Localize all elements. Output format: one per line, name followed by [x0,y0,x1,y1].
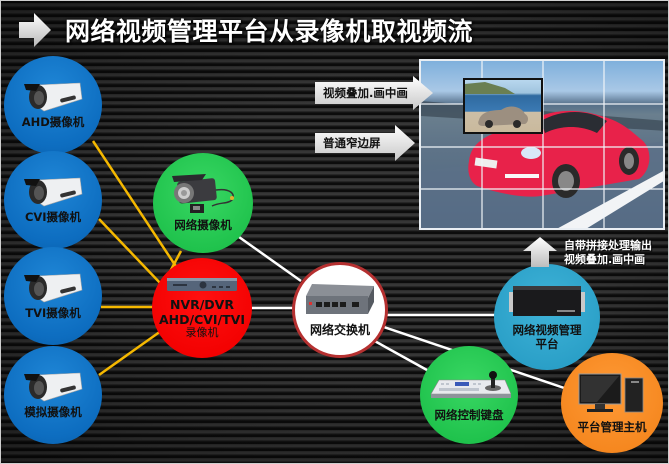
control-keyboard-icon [430,371,511,398]
arrow-right-icon [315,76,433,110]
network-camera-node[interactable]: 网络摄像机 [153,153,253,253]
output-note-line2: 视频叠加.画中画 [564,253,646,266]
arrow-right-icon [19,13,51,47]
recorder-label-line1: NVR/DVR [169,297,234,312]
management-host-label: 平台管理主机 [577,420,647,434]
video-wall-display [419,59,665,230]
rack-server-icon [509,285,585,316]
network-camera-label: 网络摄像机 [174,218,232,232]
bullet-camera-icon [24,177,83,207]
cvi-camera-node[interactable]: CVI摄像机 [4,151,102,249]
desktop-pc-icon [578,373,644,413]
network-switch-label: 网络交换机 [309,322,370,337]
output-note: 自带拼接处理输出 视频叠加.画中画 [564,239,652,267]
recorder-node[interactable]: NVR/DVR AHD/CVI/TVI 录像机 [152,258,252,358]
bullet-camera-icon [24,82,83,112]
control-keyboard-node[interactable]: 网络控制键盘 [420,346,518,444]
analog-camera-node[interactable]: 模拟摄像机 [4,346,102,444]
cvi-camera-label: CVI摄像机 [24,210,82,224]
ahd-camera-label: AHD摄像机 [21,115,85,129]
pip-callout-label: 视频叠加.画中画 [323,86,408,100]
arrow-right-icon [315,125,415,161]
platform-label-line1: 网络视频管理 [512,322,582,337]
recorder-label-line2: AHD/CVI/TVI [159,312,245,327]
recorder-label-line3: 录像机 [185,326,219,339]
dvr-recorder-icon [167,278,237,291]
analog-camera-label: 模拟摄像机 [24,405,82,419]
narrow-bezel-callout: 普通窄边屏 [315,125,415,161]
ahd-camera-node[interactable]: AHD摄像机 [4,56,102,154]
video-wall-image [421,61,663,228]
bullet-camera-icon [24,372,83,402]
network-switch-icon [306,283,374,314]
ip-camera-icon [172,174,234,213]
platform-node[interactable]: 网络视频管理 平台 [494,264,600,370]
bullet-camera-icon [24,273,83,303]
picture-in-picture-window [463,78,543,134]
tvi-camera-label: TVI摄像机 [25,306,81,320]
control-keyboard-label: 网络控制键盘 [434,408,504,422]
arrow-up-icon [523,237,557,267]
platform-label-line2: 平台 [535,336,559,351]
pip-callout: 视频叠加.画中画 [315,76,433,110]
output-note-line1: 自带拼接处理输出 [564,239,652,252]
management-host-node[interactable]: 平台管理主机 [561,353,663,453]
title-bar: 网络视频管理平台从录像机取视频流 [19,11,473,49]
narrow-bezel-callout-label: 普通窄边屏 [323,136,381,150]
page-title: 网络视频管理平台从录像机取视频流 [65,17,474,46]
tvi-camera-node[interactable]: TVI摄像机 [4,247,102,345]
network-switch-node[interactable]: 网络交换机 [292,262,388,358]
